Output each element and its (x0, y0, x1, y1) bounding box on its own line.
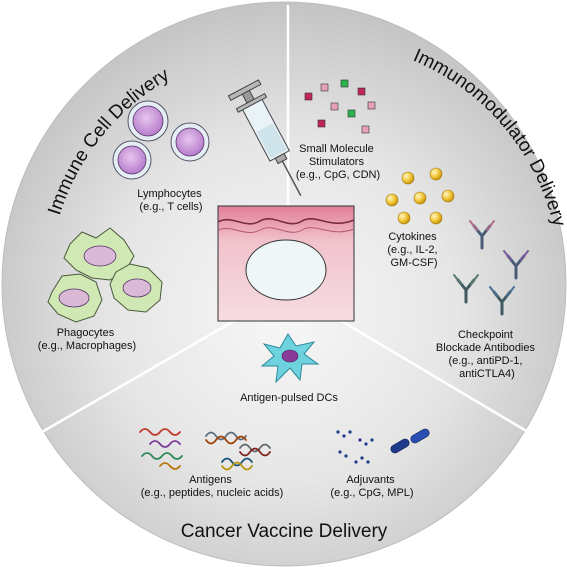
phagocytes-label: Phagocytes (e.g., Macrophages) (38, 327, 136, 352)
small-molecule-label: Small Molecule Stimulators (e.g., CpG, C… (296, 143, 380, 181)
antigen-strand-icon (139, 428, 271, 471)
cancer-vaccine-delivery-title: Cancer Vaccine Delivery (181, 521, 388, 542)
lymphocytes-label: Lymphocytes (e.g., T cells) (137, 188, 204, 213)
lymphocyte-icon (112, 100, 210, 180)
adjuvants-label: Adjuvants (e.g., CpG, MPL) (330, 474, 413, 499)
dendritic-cell-icon (260, 333, 320, 384)
small-molecule-icon (304, 79, 376, 134)
dcs-label: Antigen-pulsed DCs (240, 392, 338, 404)
macrophage-icon (47, 227, 163, 323)
antibody-icon (453, 220, 529, 316)
skin-tissue-icon (217, 205, 355, 322)
antigens-label: Antigens (e.g., peptides, nucleic acids) (141, 474, 283, 499)
cytokines-label: Cytokines (e.g., IL-2, GM-CSF) (387, 231, 440, 269)
cytokine-icon (385, 167, 455, 225)
syringe-icon (227, 79, 302, 196)
adjuvant-icon (336, 428, 430, 464)
checkpoint-label: Checkpoint Blockade Antibodies (e.g., an… (436, 329, 538, 380)
